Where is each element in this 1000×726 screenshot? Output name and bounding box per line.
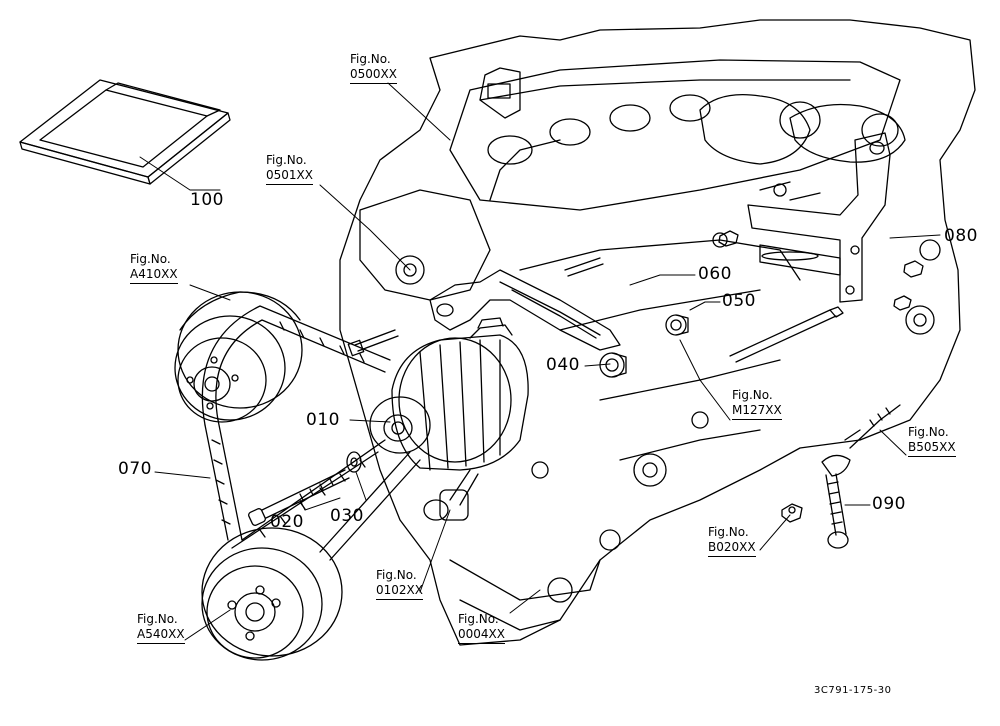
part-label-090: 090 xyxy=(872,494,906,514)
fig-ref-number: 0004XX xyxy=(458,627,505,644)
fig-ref-m127xx: Fig.No. M127XX xyxy=(732,388,782,420)
fig-ref-caption: Fig.No. xyxy=(708,525,749,539)
fig-ref-caption: Fig.No. xyxy=(266,153,307,167)
engine-block-drawing xyxy=(339,19,976,646)
part-label-080: 080 xyxy=(944,226,978,246)
bracket-080-drawing xyxy=(718,132,924,311)
v-belt-070-drawing xyxy=(201,305,421,561)
fig-ref-number: A540XX xyxy=(137,627,185,644)
part-label-070: 070 xyxy=(118,459,152,479)
fig-ref-caption: Fig.No. xyxy=(137,612,178,626)
fig-ref-number: A410XX xyxy=(130,267,178,284)
fig-ref-0004xx: Fig.No. 0004XX xyxy=(458,612,505,644)
alternator-010-drawing xyxy=(369,317,529,521)
fig-ref-caption: Fig.No. xyxy=(350,52,391,66)
fig-ref-a410xx: Fig.No. A410XX xyxy=(130,252,178,284)
eye-bolt-090-drawing xyxy=(781,404,901,549)
part-label-100: 100 xyxy=(190,190,224,210)
part-label-050: 050 xyxy=(722,291,756,311)
fig-ref-0500xx: Fig.No. 0500XX xyxy=(350,52,397,84)
fig-ref-caption: Fig.No. xyxy=(908,425,949,439)
part-label-060: 060 xyxy=(698,264,732,284)
fig-ref-number: 0501XX xyxy=(266,168,313,185)
fig-ref-number: B020XX xyxy=(708,540,756,557)
fig-ref-0501xx: Fig.No. 0501XX xyxy=(266,153,313,185)
spacer-040-050-drawing xyxy=(347,257,844,378)
crank-pulley-drawing xyxy=(201,527,343,661)
fig-ref-number: B505XX xyxy=(908,440,956,457)
fig-ref-caption: Fig.No. xyxy=(376,568,417,582)
adjusting-strap-060-drawing xyxy=(429,269,621,351)
leader-lines xyxy=(139,82,941,641)
bolt-020-drawing xyxy=(248,469,350,526)
fig-ref-0102xx: Fig.No. 0102XX xyxy=(376,568,423,600)
fig-ref-number: 0102XX xyxy=(376,583,423,600)
part-label-040: 040 xyxy=(546,355,580,375)
fan-pulley-drawing xyxy=(174,291,303,423)
part-label-030: 030 xyxy=(330,506,364,526)
fig-ref-number: 0500XX xyxy=(350,67,397,84)
fig-ref-caption: Fig.No. xyxy=(732,388,773,402)
fig-ref-b020xx: Fig.No. B020XX xyxy=(708,525,756,557)
manual-book-drawing xyxy=(19,79,231,185)
fig-ref-caption: Fig.No. xyxy=(458,612,499,626)
fig-ref-a540xx: Fig.No. A540XX xyxy=(137,612,185,644)
washer-030-drawing xyxy=(346,451,362,473)
drawing-code: 3C791-175-30 xyxy=(814,685,892,696)
part-label-010: 010 xyxy=(306,410,340,430)
fig-ref-b505xx: Fig.No. B505XX xyxy=(908,425,956,457)
fig-ref-caption: Fig.No. xyxy=(130,252,171,266)
fig-ref-number: M127XX xyxy=(732,403,782,420)
part-label-020: 020 xyxy=(270,512,304,532)
